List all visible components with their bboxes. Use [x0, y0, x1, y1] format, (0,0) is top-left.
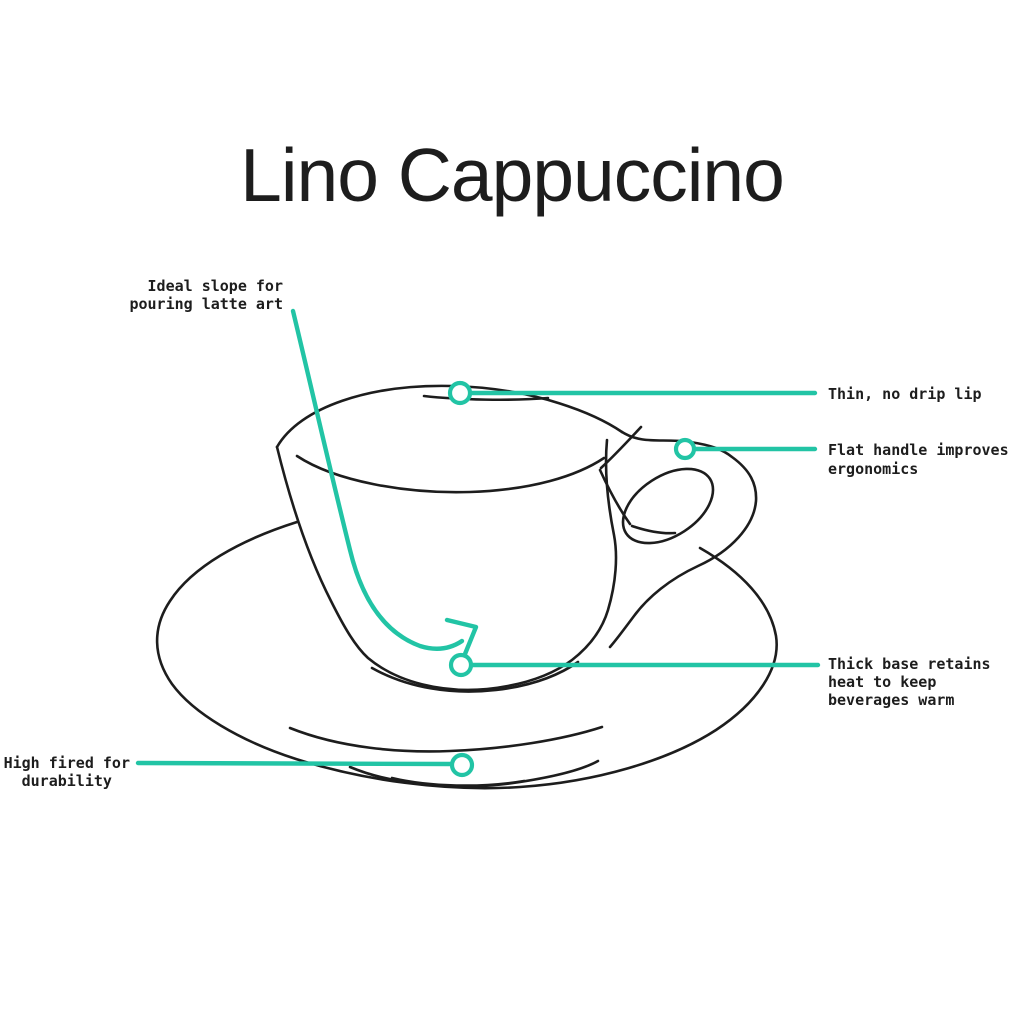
- callout-graphics: [135, 308, 821, 778]
- callout-node-lip: [447, 380, 473, 406]
- rim-inner-right-arc: [599, 425, 643, 470]
- slope-arrow-curve: [290, 308, 465, 651]
- cup-wall-through-hole: [598, 468, 632, 526]
- rim-top-lip-line: [422, 394, 550, 402]
- handle-hole: [621, 467, 715, 545]
- saucer-foot-arc-2: [390, 776, 526, 787]
- cup-base-sketch-line: [370, 660, 580, 693]
- callout-label-fired: High fired for durability: [3, 754, 130, 790]
- callout-node-fired: [449, 752, 475, 778]
- callout-node-base: [448, 652, 474, 678]
- callout-node-handle: [673, 437, 697, 461]
- slope-arrow-head: [444, 617, 479, 657]
- callout-label-base: Thick base retains heat to keep beverage…: [828, 655, 991, 709]
- handle-inner-line: [630, 524, 677, 535]
- rim-inner-front-edge: [295, 454, 606, 494]
- saucer-inner-ring: [288, 725, 604, 753]
- cup-body-silhouette: [275, 438, 618, 692]
- callout-label-lip: Thin, no drip lip: [828, 385, 982, 403]
- page-title: Lino Cappuccino: [240, 133, 785, 217]
- callout-label-handle: Flat handle improves ergonomics: [828, 441, 1009, 478]
- cup-line-drawing: [155, 384, 778, 790]
- callout-line-fired: [135, 760, 454, 767]
- callout-label-slope: Ideal slope for pouring latte art: [129, 277, 283, 313]
